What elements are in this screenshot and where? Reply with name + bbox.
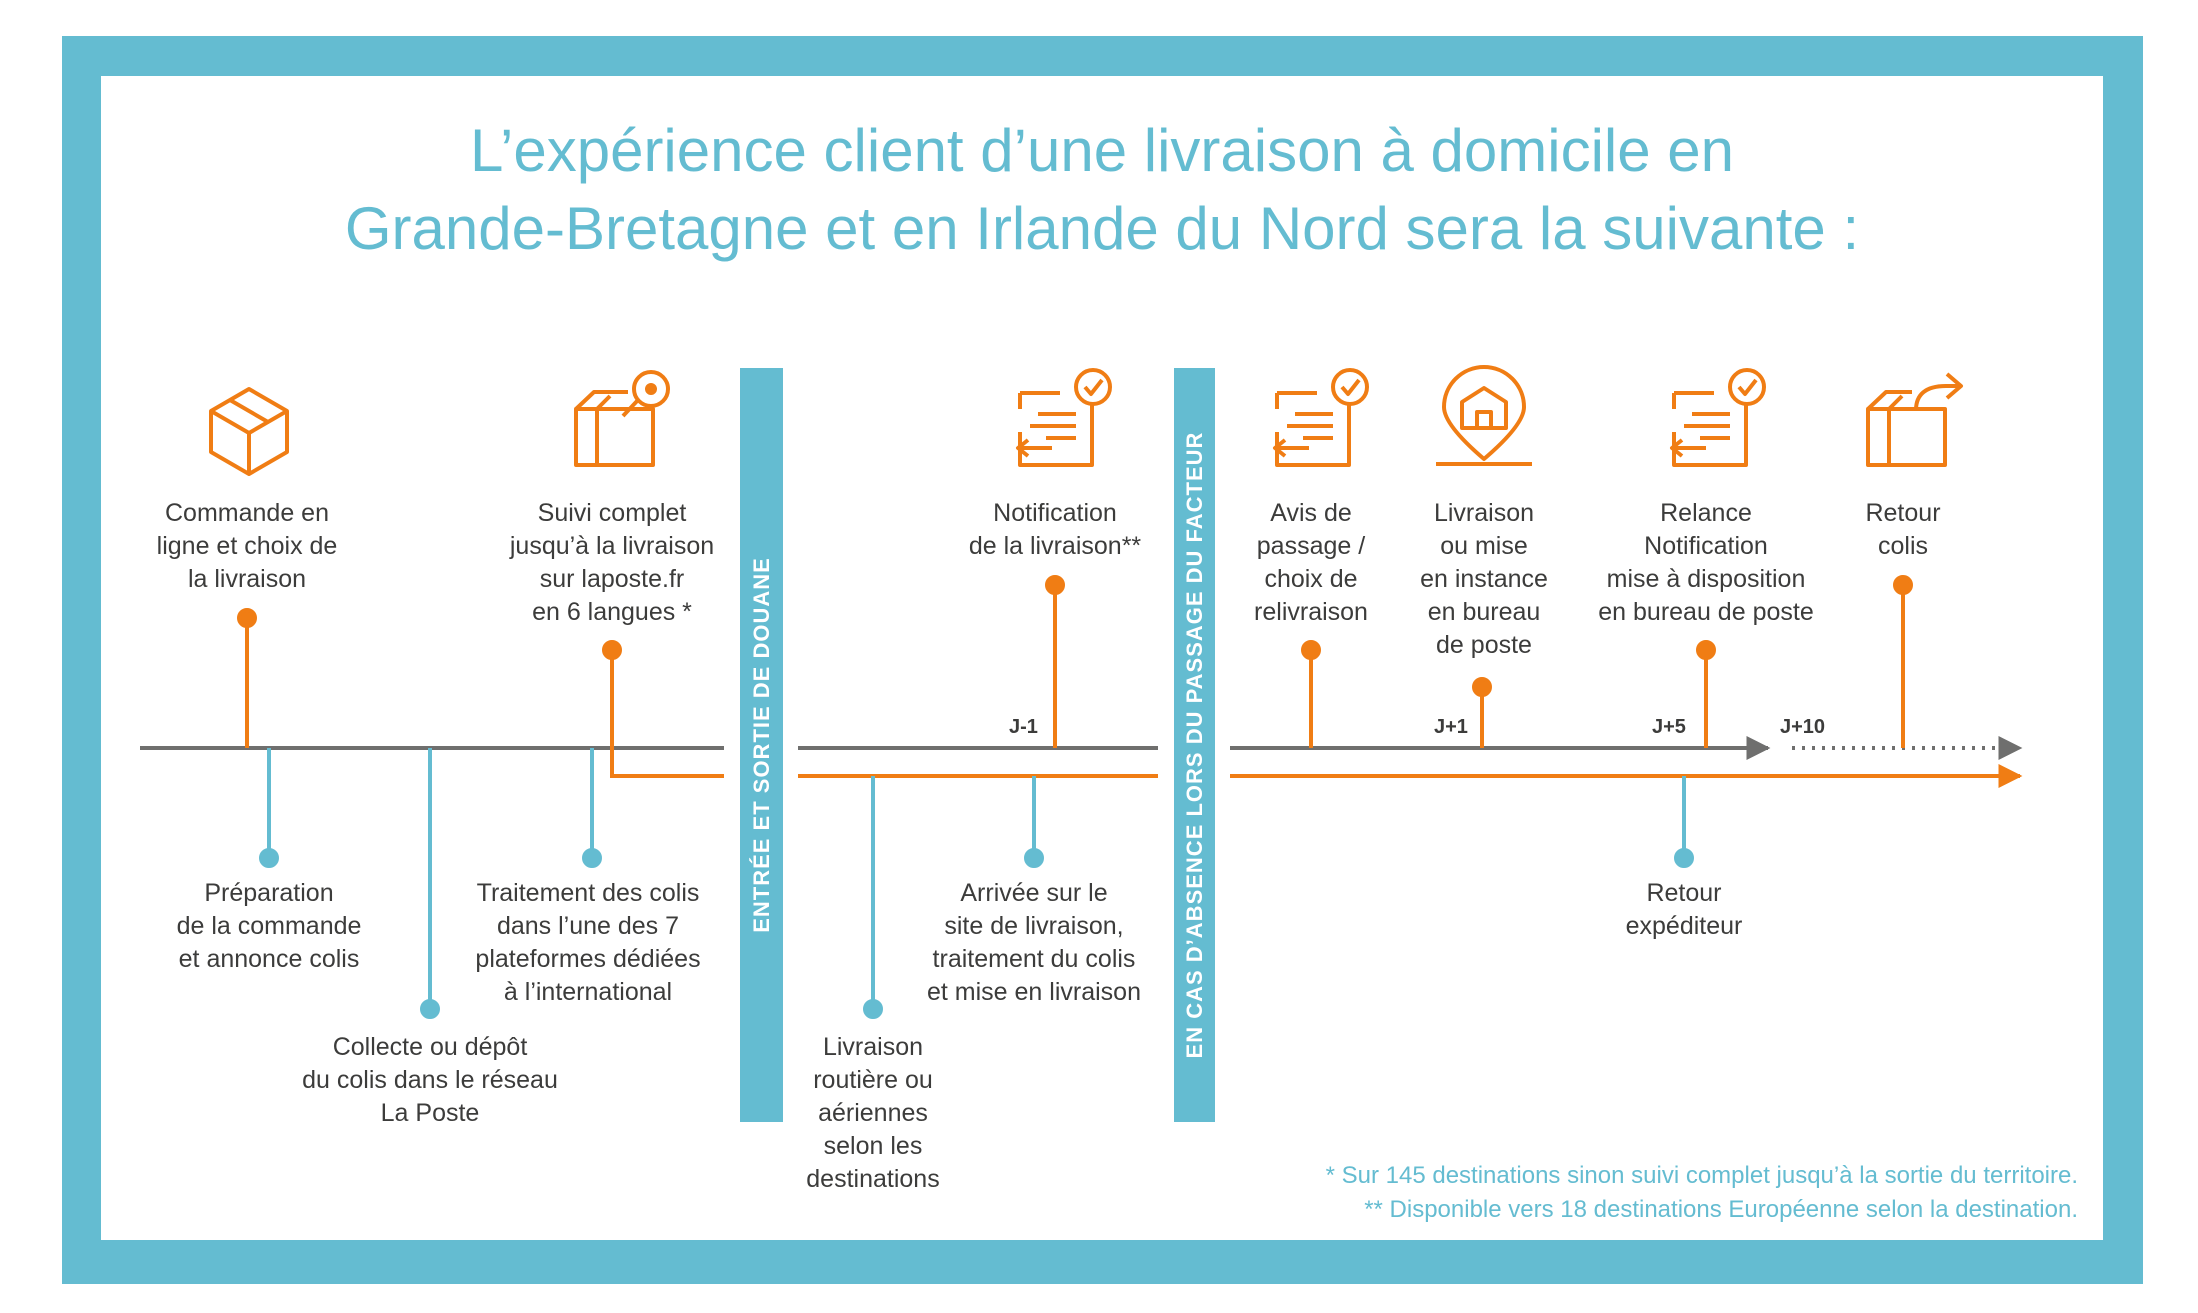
customs-band-label: ENTRÉE ET SORTIE DE DOUANE bbox=[748, 557, 774, 933]
absence-band-label: EN CAS D’ABSENCE LORS DU PASSAGE DU FACT… bbox=[1181, 431, 1207, 1059]
notification-check-icon bbox=[1016, 368, 1112, 467]
post-office-location-icon bbox=[1436, 365, 1532, 466]
reminder-check-icon bbox=[1670, 368, 1766, 467]
day-marker-j+5: J+5 bbox=[1652, 716, 1686, 738]
page-title: L’expérience client d’une livraison à do… bbox=[101, 112, 2103, 268]
bottom-event-stems bbox=[259, 748, 1694, 1019]
orange-timeline bbox=[610, 701, 2023, 788]
parcel-tracking-icon bbox=[574, 370, 670, 467]
content-panel bbox=[101, 76, 2103, 1240]
notice-check-icon bbox=[1273, 368, 1369, 467]
day-marker-j-1: J-1 bbox=[1009, 716, 1038, 738]
footnote-1: * Sur 145 destinations sinon suivi compl… bbox=[1325, 1162, 2078, 1189]
top-event-stems bbox=[237, 575, 1913, 748]
day-marker-j+10: J+10 bbox=[1780, 716, 1826, 738]
title-line-1: L’expérience client d’une livraison à do… bbox=[469, 117, 1735, 184]
absence-band: EN CAS D’ABSENCE LORS DU PASSAGE DU FACT… bbox=[1174, 368, 1215, 1122]
day-marker-j+1: J+1 bbox=[1434, 716, 1468, 738]
customs-band: ENTRÉE ET SORTIE DE DOUANE bbox=[740, 368, 783, 1122]
title-line-2: Grande-Bretagne et en Irlande du Nord se… bbox=[344, 195, 1860, 262]
return-box-icon bbox=[1866, 372, 1963, 467]
footnote-2: ** Disponible vers 18 destinations Europ… bbox=[1364, 1196, 2078, 1223]
package-box-icon bbox=[209, 387, 289, 476]
